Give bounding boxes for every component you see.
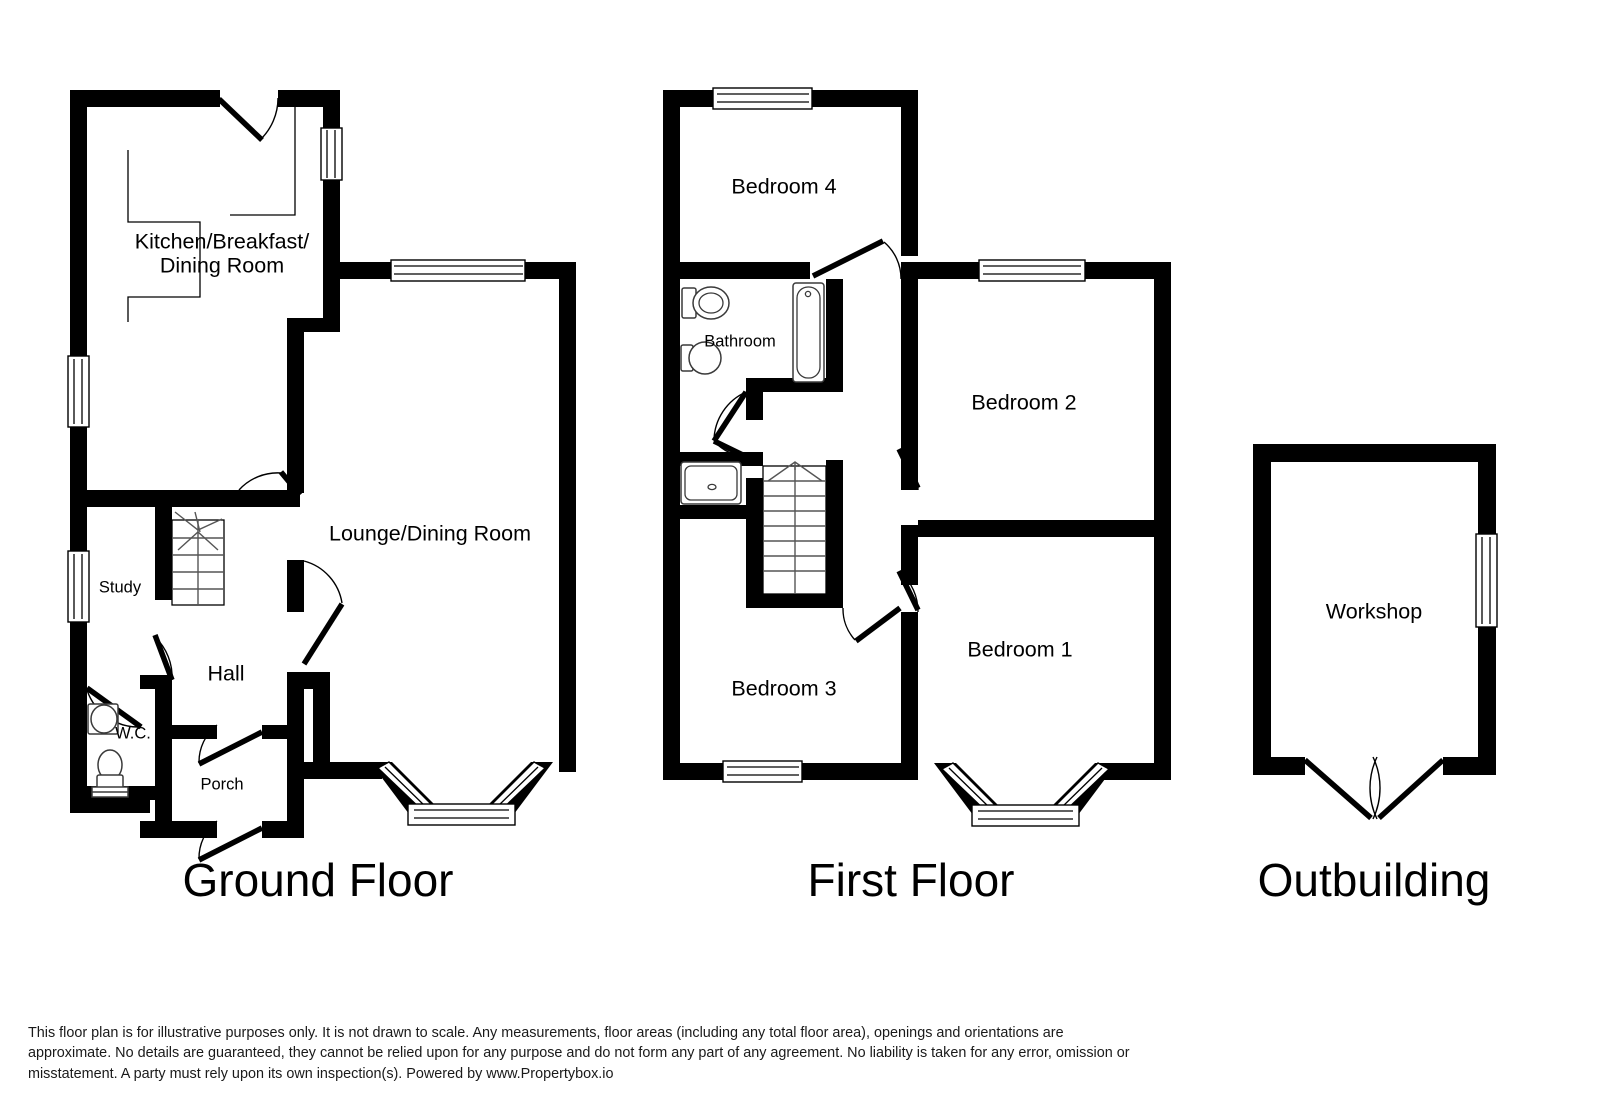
outbuilding-window bbox=[1475, 533, 1498, 628]
floor-title-outbuilding: Outbuilding bbox=[1258, 854, 1491, 906]
ground-floor-group: Kitchen/Breakfast/ Dining Room Lounge/Di… bbox=[67, 90, 576, 906]
floor-title-ground: Ground Floor bbox=[182, 854, 453, 906]
room-label-porch: Porch bbox=[200, 775, 243, 793]
first-floor-group: Bedroom 4 Bedroom 2 Bedroom 1 Bedroom 3 … bbox=[663, 87, 1171, 906]
first-floor-windows bbox=[712, 87, 1086, 783]
ground-floor-walls bbox=[70, 90, 576, 838]
room-label-bedroom3: Bedroom 3 bbox=[731, 677, 836, 701]
room-label-kitchen-line2: Dining Room bbox=[160, 254, 284, 278]
room-label-bedroom4: Bedroom 4 bbox=[731, 175, 836, 199]
outbuilding-group: Workshop Outbuilding bbox=[1253, 444, 1498, 906]
ground-floor-stairs bbox=[171, 511, 225, 606]
first-floor-walls bbox=[663, 90, 1171, 780]
kitchen-units bbox=[127, 107, 296, 322]
room-label-lounge: Lounge/Dining Room bbox=[329, 522, 531, 546]
wc-fixtures bbox=[87, 703, 129, 798]
room-label-bedroom1: Bedroom 1 bbox=[967, 638, 1072, 662]
shower-tray bbox=[680, 461, 742, 505]
floor-title-first: First Floor bbox=[808, 854, 1015, 906]
lounge-bay-window bbox=[370, 761, 553, 826]
room-label-hall: Hall bbox=[207, 662, 244, 686]
outbuilding-walls bbox=[1253, 444, 1496, 775]
room-label-workshop: Workshop bbox=[1326, 600, 1422, 624]
room-label-study: Study bbox=[99, 578, 142, 596]
room-label-bedroom2: Bedroom 2 bbox=[971, 391, 1076, 415]
room-label-wc: W.C. bbox=[115, 724, 151, 742]
first-floor-stairs bbox=[762, 461, 827, 595]
ground-floor-windows bbox=[67, 127, 526, 623]
first-floor-doors bbox=[711, 238, 921, 644]
bathroom-fixtures bbox=[680, 282, 825, 383]
bedroom1-bay-window bbox=[934, 762, 1117, 827]
disclaimer-text: This floor plan is for illustrative purp… bbox=[28, 1025, 1130, 1082]
room-label-kitchen-line1: Kitchen/Breakfast/ bbox=[135, 230, 310, 254]
outbuilding-double-doors bbox=[1303, 756, 1445, 821]
room-label-bathroom: Bathroom bbox=[704, 332, 776, 350]
